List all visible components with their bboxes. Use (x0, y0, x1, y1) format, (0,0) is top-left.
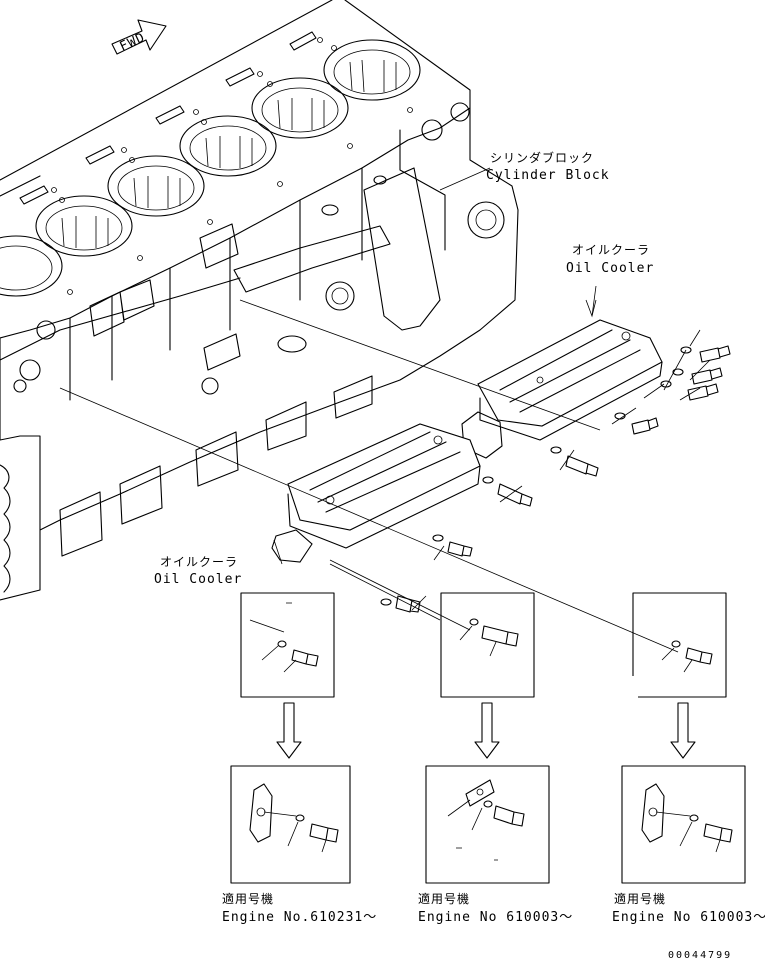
applicability-2: 適用号機 Engine No 610003～ (418, 891, 573, 925)
applicability-3-en: Engine No 610003～ (612, 910, 765, 925)
block-ports (13, 102, 505, 395)
cylinder-block-label-en: Cylinder Block (486, 168, 610, 183)
cylinder-block (0, 0, 519, 601)
down-arrow-icon (276, 702, 696, 759)
detail-box-2 (440, 592, 535, 698)
variant-box-2 (425, 765, 550, 884)
detail-box-3 (630, 592, 727, 700)
oil-cooler-front-label: オイルクーラ Oil Cooler (154, 555, 242, 587)
oil-cooler-front-label-en: Oil Cooler (154, 572, 242, 587)
oil-cooler-rear-label: オイルクーラ Oil Cooler (566, 243, 654, 276)
applicability-1: 適用号機 Engine No.610231～ (222, 891, 377, 925)
document-number: 00044799 (668, 950, 732, 961)
applicability-1-en: Engine No.610231～ (222, 910, 377, 925)
applicability-2-en: Engine No 610003～ (418, 910, 573, 925)
oil-cooler-rear (461, 319, 663, 459)
fwd-label: FWD (117, 30, 147, 55)
bolts-and-washers (380, 329, 731, 613)
applicability-1-ja: 適用号機 (222, 891, 274, 906)
oil-cooler-rear-label-en: Oil Cooler (566, 261, 654, 276)
fwd-arrow-icon: FWD (111, 19, 167, 55)
applicability-3: 適用号機 Engine No 610003～ (612, 891, 765, 925)
deck-holes (51, 37, 413, 295)
cylinder-block-label: シリンダブロック Cylinder Block (486, 150, 610, 183)
variant-box-3 (621, 765, 746, 884)
variant-box-1 (230, 765, 351, 884)
detail-box-1 (240, 592, 335, 698)
applicability-2-ja: 適用号機 (418, 891, 470, 906)
reference-lines (59, 167, 679, 653)
cylinder-block-label-ja: シリンダブロック (490, 150, 594, 165)
oil-cooler-front-label-ja: オイルクーラ (160, 555, 238, 569)
cylinder-bores (0, 39, 421, 297)
oil-cooler-front (271, 423, 481, 563)
applicability-3-ja: 適用号機 (614, 891, 666, 906)
oil-cooler-rear-label-ja: オイルクーラ (572, 243, 650, 257)
